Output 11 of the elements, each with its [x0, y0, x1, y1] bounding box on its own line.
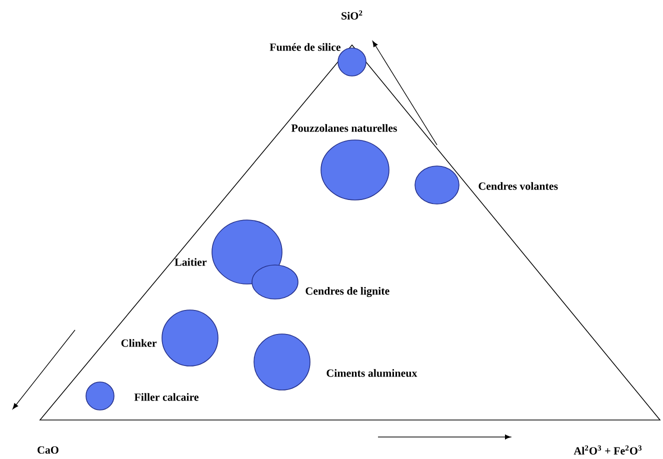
bubble-label: Clinker [121, 339, 157, 347]
vertex-label: SiO$^{2}$ [342, 10, 362, 20]
bubble-label: Ciments alumineux [326, 369, 418, 377]
bubble-label: Cendres volantes [478, 182, 558, 190]
bubble-label: Filler calcaire [134, 393, 199, 401]
bubble-label: Fumée de silice [270, 43, 341, 51]
vertex-label: Al$^{2}$O$^{3}$ + Fe$^{2}$O$^{3}$ [574, 445, 642, 455]
bubble-label: Pouzzolanes naturelles [291, 124, 397, 132]
vertex-label: CaO [38, 446, 58, 454]
bubble-label: Laitier [174, 258, 207, 266]
bubble-label: Cendres de lignite [306, 287, 390, 297]
